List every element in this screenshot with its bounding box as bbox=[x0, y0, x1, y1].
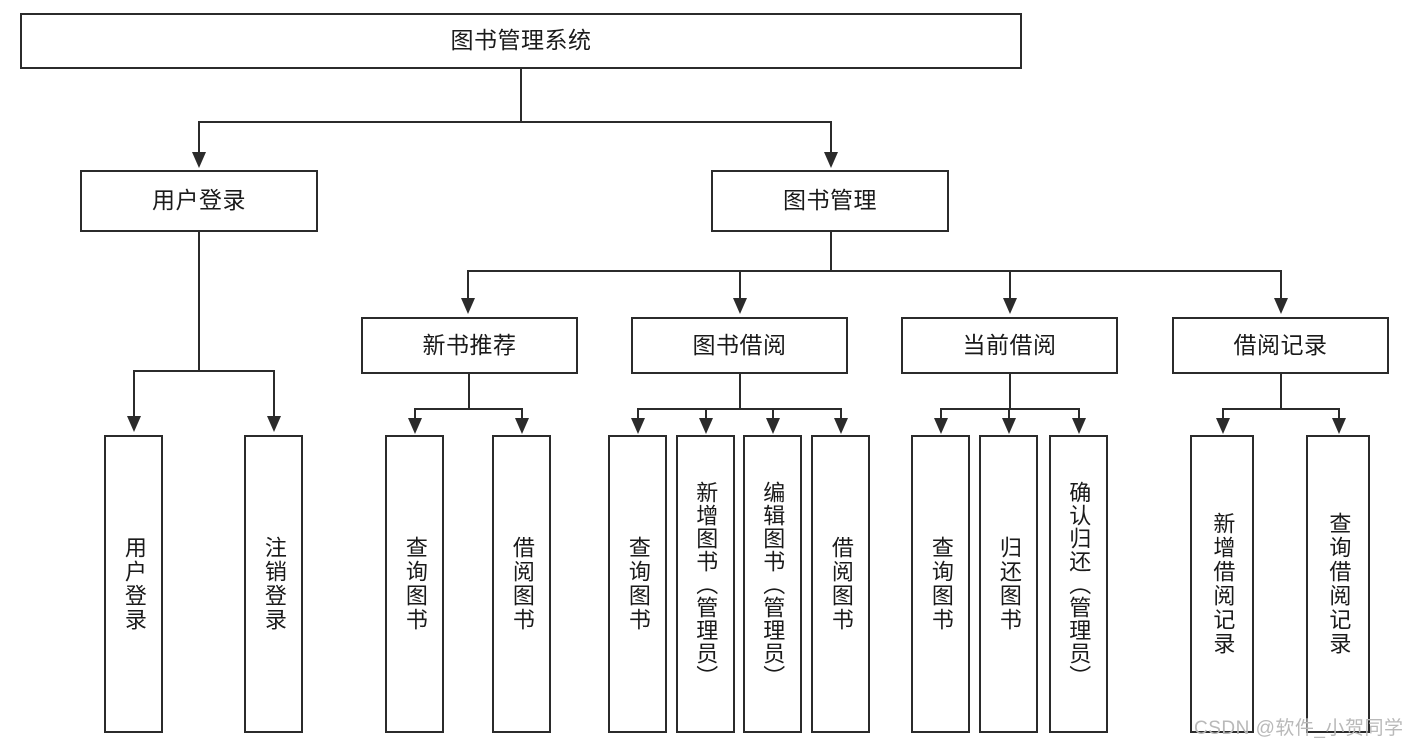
node-book-management[interactable]: 图书管理 bbox=[711, 170, 949, 232]
connector-borrow-record-stem bbox=[1280, 374, 1282, 410]
node-label: 编辑图书（管理员） bbox=[760, 480, 786, 688]
connector-drop-query-book-1 bbox=[414, 408, 416, 420]
node-label: 借阅图书 bbox=[509, 536, 535, 632]
leaf-borrow-book[interactable]: 借阅图书 bbox=[811, 435, 870, 733]
arrowhead-query-book-3 bbox=[934, 418, 948, 434]
connector-current-borrow-bus bbox=[941, 408, 1079, 410]
node-label: 新书推荐 bbox=[422, 331, 517, 358]
connector-drop-edit-book bbox=[772, 408, 774, 420]
connector-drop-add-record bbox=[1222, 408, 1224, 420]
node-book-borrow[interactable]: 图书借阅 bbox=[631, 317, 848, 374]
node-root-book-management-system[interactable]: 图书管理系统 bbox=[20, 13, 1022, 69]
connector-drop-leaf-logout bbox=[273, 370, 275, 418]
leaf-add-borrow-record[interactable]: 新增借阅记录 bbox=[1190, 435, 1254, 733]
node-label: 查询借阅记录 bbox=[1326, 512, 1352, 656]
arrowhead-book-management bbox=[824, 152, 838, 168]
leaf-query-book-recommend[interactable]: 查询图书 bbox=[385, 435, 444, 733]
leaf-confirm-return-admin[interactable]: 确认归还（管理员） bbox=[1049, 435, 1108, 733]
arrowhead-leaf-logout bbox=[267, 416, 281, 432]
arrowhead-add-record bbox=[1216, 418, 1230, 434]
connector-new-book-stem bbox=[468, 374, 470, 410]
connector-drop-borrow-record bbox=[1280, 270, 1282, 300]
arrowhead-return-book bbox=[1002, 418, 1016, 434]
node-label: 注销登录 bbox=[261, 536, 287, 632]
leaf-query-book-current[interactable]: 查询图书 bbox=[911, 435, 970, 733]
connector-book-management-stem bbox=[830, 232, 832, 272]
node-label: 图书借阅 bbox=[692, 331, 787, 358]
arrowhead-book-borrow bbox=[733, 298, 747, 314]
arrowhead-query-book-1 bbox=[408, 418, 422, 434]
node-label: 借阅图书 bbox=[828, 536, 854, 632]
node-label: 查询图书 bbox=[625, 536, 651, 632]
connector-drop-leaf-user-login bbox=[133, 370, 135, 418]
node-label: 确认归还（管理员） bbox=[1066, 480, 1092, 688]
connector-drop-return-book bbox=[1008, 408, 1010, 420]
connector-drop-borrow-book-1 bbox=[521, 408, 523, 420]
leaf-borrow-book-recommend[interactable]: 借阅图书 bbox=[492, 435, 551, 733]
connector-drop-book-management bbox=[830, 121, 832, 154]
leaf-logout[interactable]: 注销登录 bbox=[244, 435, 303, 733]
leaf-return-book[interactable]: 归还图书 bbox=[979, 435, 1038, 733]
connector-drop-query-book-2 bbox=[637, 408, 639, 420]
arrowhead-current-borrow bbox=[1003, 298, 1017, 314]
connector-user-login-bus bbox=[134, 370, 274, 372]
connector-drop-add-book bbox=[705, 408, 707, 420]
arrowhead-borrow-record bbox=[1274, 298, 1288, 314]
arrowhead-leaf-user-login bbox=[127, 416, 141, 432]
node-label: 新增图书（管理员） bbox=[693, 480, 719, 688]
node-label: 用户登录 bbox=[152, 187, 246, 214]
connector-book-borrow-bus bbox=[638, 408, 841, 410]
connector-drop-new-book bbox=[467, 270, 469, 300]
connector-new-book-bus bbox=[415, 408, 522, 410]
node-new-book-recommend[interactable]: 新书推荐 bbox=[361, 317, 578, 374]
node-current-borrow[interactable]: 当前借阅 bbox=[901, 317, 1118, 374]
arrowhead-edit-book bbox=[766, 418, 780, 434]
connector-drop-current-borrow bbox=[1009, 270, 1011, 300]
connector-drop-confirm-return bbox=[1078, 408, 1080, 420]
connector-current-borrow-stem bbox=[1009, 374, 1011, 410]
connector-level3-bus bbox=[467, 270, 1282, 272]
node-label: 查询图书 bbox=[402, 536, 428, 632]
leaf-user-login[interactable]: 用户登录 bbox=[104, 435, 163, 733]
arrowhead-borrow-book-1 bbox=[515, 418, 529, 434]
watermark-text: CSDN @软件_小贺同学 bbox=[1194, 718, 1404, 739]
node-label: 查询图书 bbox=[928, 536, 954, 632]
connector-user-login-stem bbox=[198, 232, 200, 372]
connector-drop-user-login bbox=[198, 121, 200, 154]
node-label: 新增借阅记录 bbox=[1210, 512, 1236, 656]
arrowhead-add-book bbox=[699, 418, 713, 434]
node-label: 用户登录 bbox=[121, 536, 147, 632]
connector-drop-borrow-book-2 bbox=[840, 408, 842, 420]
leaf-edit-book-admin[interactable]: 编辑图书（管理员） bbox=[743, 435, 802, 733]
arrowhead-new-book bbox=[461, 298, 475, 314]
arrowhead-query-book-2 bbox=[631, 418, 645, 434]
leaf-query-book-borrow[interactable]: 查询图书 bbox=[608, 435, 667, 733]
node-label: 图书管理 bbox=[783, 187, 877, 214]
connector-root-stem bbox=[520, 69, 522, 122]
connector-drop-book-borrow bbox=[739, 270, 741, 300]
node-label: 借阅记录 bbox=[1233, 331, 1328, 358]
arrowhead-confirm-return bbox=[1072, 418, 1086, 434]
node-label: 图书管理系统 bbox=[450, 27, 592, 54]
node-borrow-record[interactable]: 借阅记录 bbox=[1172, 317, 1389, 374]
node-label: 当前借阅 bbox=[962, 331, 1057, 358]
connector-drop-query-book-3 bbox=[940, 408, 942, 420]
arrowhead-user-login bbox=[192, 152, 206, 168]
connector-book-borrow-stem bbox=[739, 374, 741, 410]
arrowhead-query-record bbox=[1332, 418, 1346, 434]
node-user-login[interactable]: 用户登录 bbox=[80, 170, 318, 232]
connector-level2-bus bbox=[198, 121, 832, 123]
leaf-add-book-admin[interactable]: 新增图书（管理员） bbox=[676, 435, 735, 733]
arrowhead-borrow-book-2 bbox=[834, 418, 848, 434]
node-label: 归还图书 bbox=[996, 536, 1022, 632]
connector-borrow-record-bus bbox=[1223, 408, 1339, 410]
leaf-query-borrow-record[interactable]: 查询借阅记录 bbox=[1306, 435, 1370, 733]
connector-drop-query-record bbox=[1338, 408, 1340, 420]
